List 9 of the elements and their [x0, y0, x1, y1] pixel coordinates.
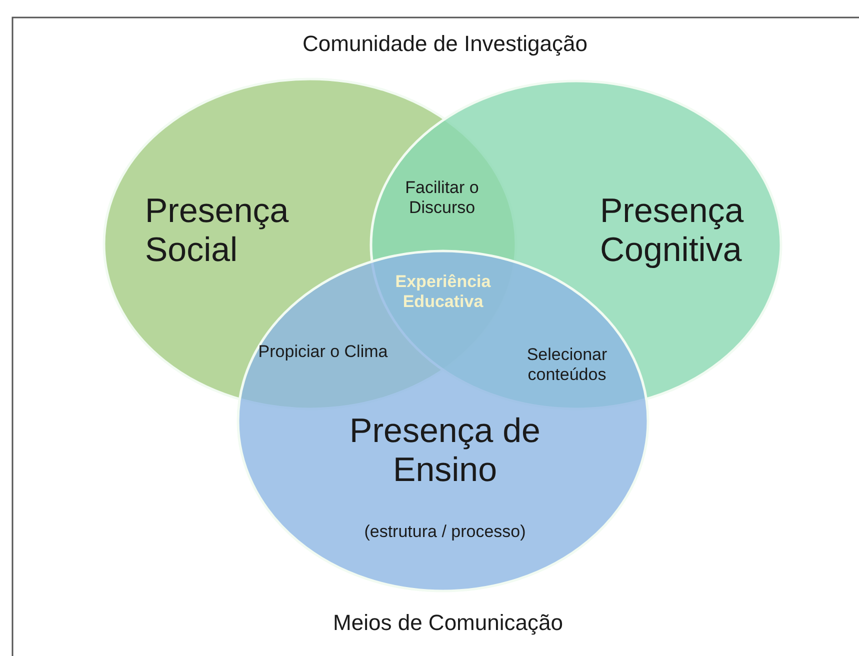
overlap-label: Propiciar o Clima [258, 342, 388, 362]
overlap-label: Facilitar o Discurso [404, 178, 480, 218]
overlap-label: Selecionar conteúdos [526, 345, 608, 384]
presence-title: Presença de Ensino [348, 412, 542, 490]
diagram-caption: Meios de Comunicação [332, 610, 564, 636]
presence-title: Presença Cognitiva [600, 192, 745, 270]
overlap-label: Experiência Educativa [394, 272, 492, 312]
presence-subtitle: (estrutura / processo) [363, 522, 527, 542]
diagram-title: Comunidade de Investigação [302, 31, 588, 56]
